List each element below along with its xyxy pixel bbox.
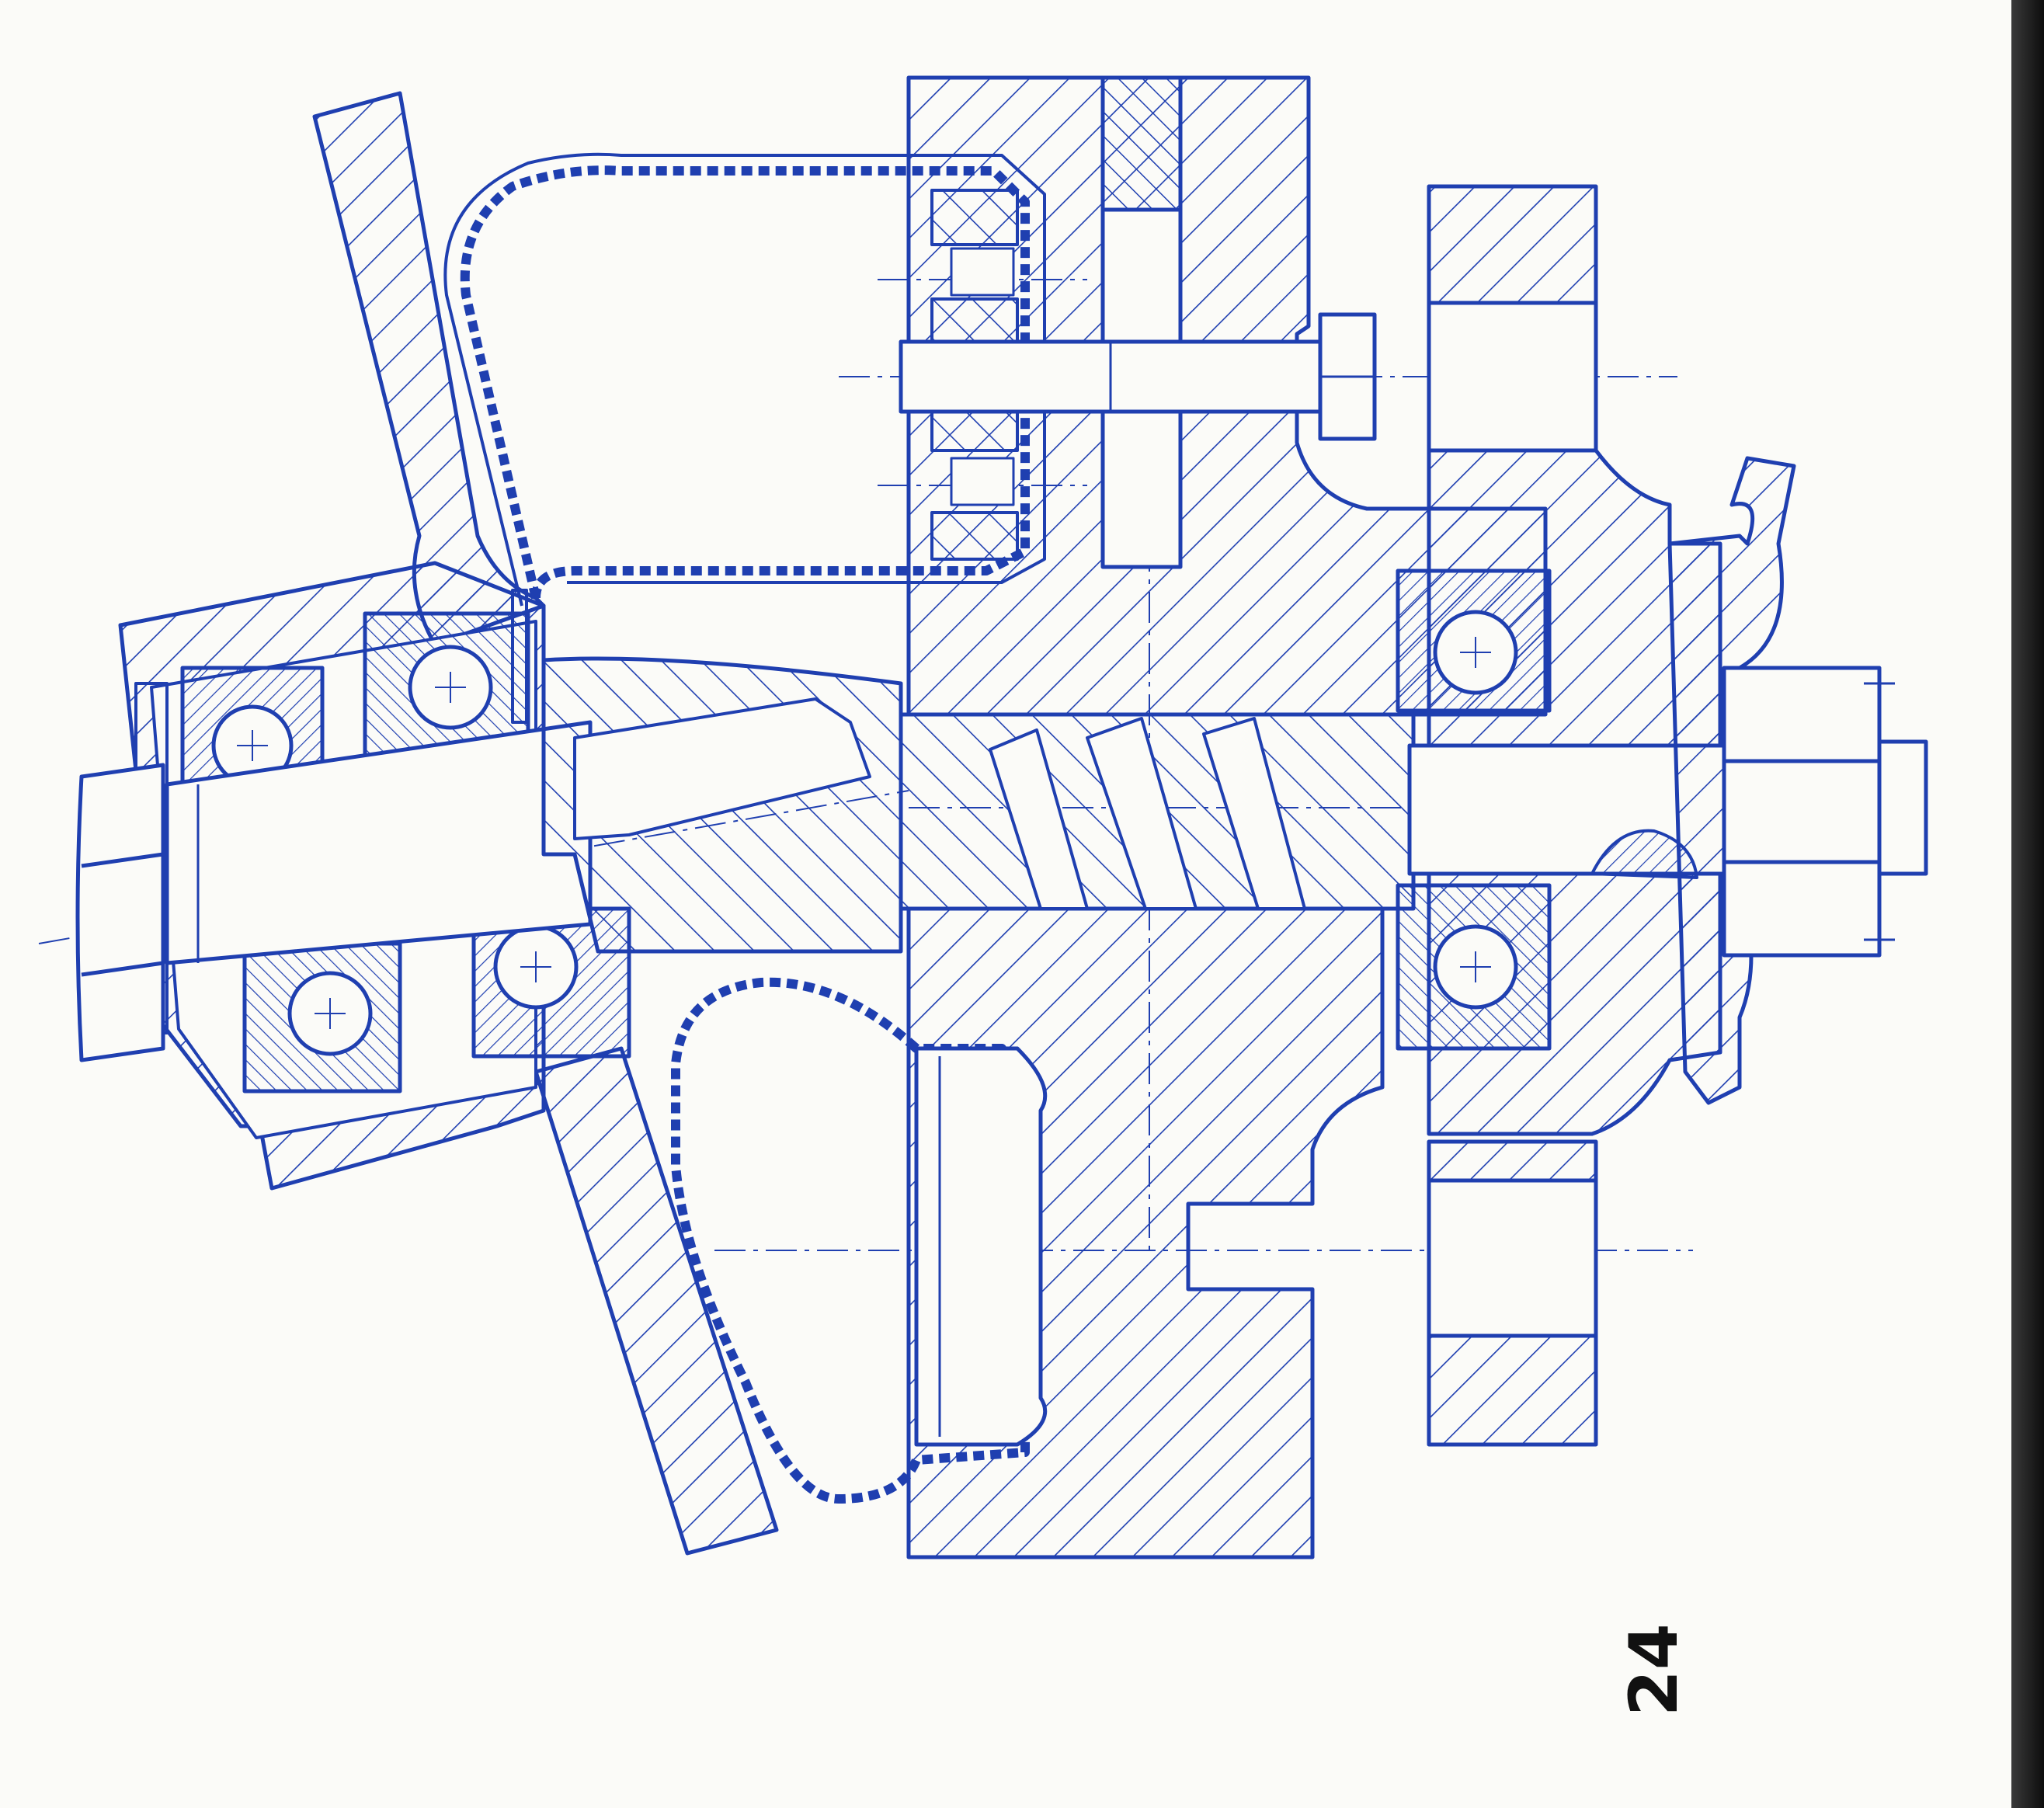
housing-key-top (1100, 75, 1183, 212)
worm-threads (989, 717, 1306, 910)
left-nut (75, 763, 165, 1062)
left-bearing-bottom (242, 906, 631, 1093)
tilted-flange (312, 91, 546, 647)
plate-number: 24 (1615, 1623, 1693, 1716)
photo-frame-edge (2011, 0, 2044, 1808)
lower-plug (914, 1046, 1048, 1447)
pinion-bore (573, 697, 871, 840)
seal-ring (511, 589, 528, 724)
top-bolt (899, 312, 1377, 441)
upper-shell-outer (443, 152, 1046, 607)
right-flange-gap (1427, 1178, 1598, 1338)
right-bearing-bottom (1396, 883, 1552, 1051)
tilted-flange-lower (534, 1046, 779, 1556)
clamp-plates (930, 189, 1019, 561)
right-flange-gap-top (1427, 301, 1598, 453)
upper-shell (460, 165, 1030, 600)
right-nut (1722, 666, 1928, 958)
right-bearing-top (1396, 568, 1552, 713)
lower-shell (671, 977, 1030, 1504)
clamp-gaps (950, 247, 1015, 506)
